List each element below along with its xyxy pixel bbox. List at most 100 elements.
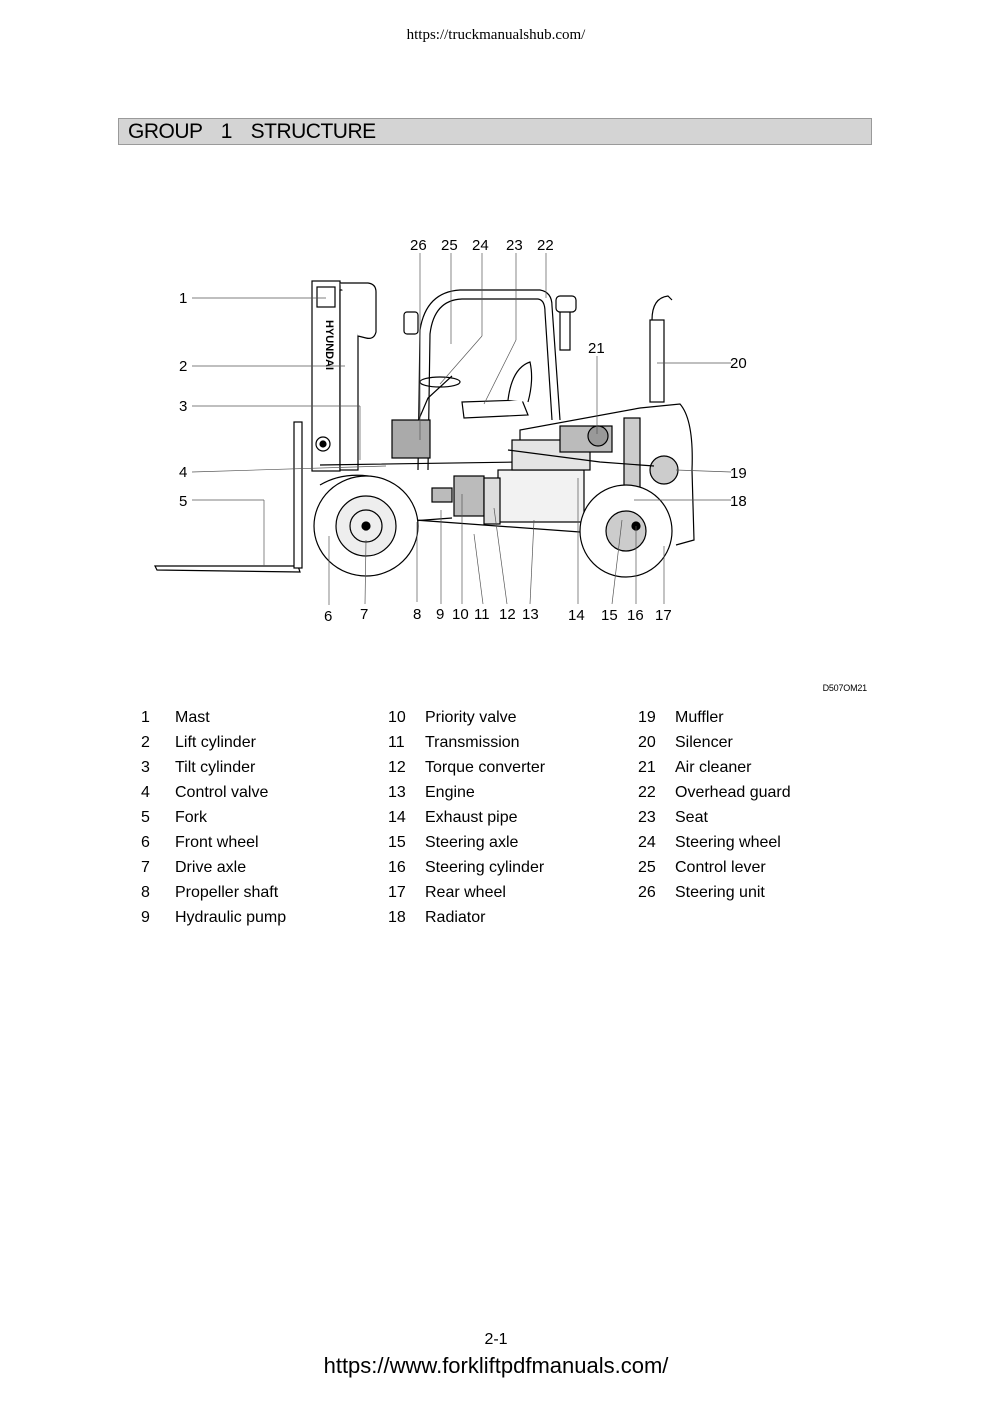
legend-item: 8 Propeller shaft — [141, 883, 361, 908]
legend-label: Steering unit — [675, 884, 765, 901]
legend-item: 13 Engine — [388, 783, 618, 808]
callout-3: 3 — [179, 398, 187, 415]
legend-number: 7 — [141, 859, 150, 876]
legend-item: 10 Priority valve — [388, 708, 618, 733]
callout-16: 16 — [627, 607, 644, 624]
legend-item: 26 Steering unit — [638, 883, 868, 908]
legend-number: 26 — [638, 884, 656, 901]
legend-label: Control lever — [675, 859, 766, 876]
legend-number: 3 — [141, 759, 150, 776]
legend-number: 13 — [388, 784, 406, 801]
legend-label: Air cleaner — [675, 759, 752, 776]
legend-item: 18 Radiator — [388, 908, 618, 933]
legend-number: 22 — [638, 784, 656, 801]
callout-25: 25 — [441, 237, 458, 254]
legend-number: 1 — [141, 709, 150, 726]
legend-label: Tilt cylinder — [175, 759, 256, 776]
legend-item: 14 Exhaust pipe — [388, 808, 618, 833]
legend-label: Overhead guard — [675, 784, 791, 801]
callout-15: 15 — [601, 607, 618, 624]
legend-label: Engine — [425, 784, 475, 801]
legend-item: 1 Mast — [141, 708, 361, 733]
section-heading-bar: GROUP 1 STRUCTURE — [118, 118, 872, 145]
legend-number: 21 — [638, 759, 656, 776]
legend-number: 17 — [388, 884, 406, 901]
legend-number: 10 — [388, 709, 406, 726]
legend-label: Drive axle — [175, 859, 247, 876]
callout-4: 4 — [179, 464, 187, 481]
legend-item: 21 Air cleaner — [638, 758, 868, 783]
legend-item: 7 Drive axle — [141, 858, 361, 883]
legend-item: 4 Control valve — [141, 783, 361, 808]
callout-8: 8 — [413, 606, 421, 623]
legend-label: Steering wheel — [675, 834, 781, 851]
page-number: 2-1 — [484, 1331, 508, 1348]
callout-numbers: 1 2 3 4 5 6 7 8 9 10 11 12 13 14 15 16 1… — [179, 237, 747, 625]
legend-label: Control valve — [175, 784, 269, 801]
legend-item: 25 Control lever — [638, 858, 868, 883]
legend-number: 11 — [388, 734, 405, 751]
legend-item: 3 Tilt cylinder — [141, 758, 361, 783]
callout-6: 6 — [324, 608, 332, 625]
legend-number: 12 — [388, 759, 406, 776]
callout-17: 17 — [655, 607, 672, 624]
callout-11: 11 — [474, 606, 490, 623]
callout-1: 1 — [179, 290, 187, 307]
callout-5: 5 — [179, 493, 187, 510]
legend-item: 6 Front wheel — [141, 833, 361, 858]
legend-number: 16 — [388, 859, 406, 876]
callout-7: 7 — [360, 606, 368, 623]
callout-12: 12 — [499, 606, 516, 623]
legend-number: 18 — [388, 909, 406, 926]
legend-number: 15 — [388, 834, 406, 851]
forklift-drawing — [154, 280, 695, 578]
legend-number: 6 — [141, 834, 150, 851]
callout-2: 2 — [179, 358, 187, 375]
callout-10: 10 — [452, 606, 469, 623]
forklift-structure-diagram: HYUNDAI 1 2 3 4 — [154, 237, 747, 625]
legend-number: 19 — [638, 709, 656, 726]
legend-label: Transmission — [425, 734, 520, 751]
legend-label: Hydraulic pump — [175, 909, 287, 926]
legend-number: 8 — [141, 884, 150, 901]
legend-label: Steering axle — [425, 834, 519, 851]
legend-item: 22 Overhead guard — [638, 783, 868, 808]
header-url: https://truckmanualshub.com/ — [406, 27, 586, 43]
callout-13: 13 — [522, 606, 539, 623]
legend-label: Front wheel — [175, 834, 259, 851]
legend-label: Exhaust pipe — [425, 809, 518, 826]
callout-9: 9 — [436, 606, 444, 623]
callout-20: 20 — [730, 355, 747, 372]
section-title: GROUP 1 STRUCTURE — [128, 120, 376, 143]
callout-23: 23 — [506, 237, 523, 254]
legend-number: 24 — [638, 834, 656, 851]
callout-24: 24 — [472, 237, 489, 254]
legend-label: Mast — [175, 709, 210, 726]
legend-number: 4 — [141, 784, 150, 801]
callout-18: 18 — [730, 493, 747, 510]
legend-item: 15 Steering axle — [388, 833, 618, 858]
footer-url: https://www.forkliftpdfmanuals.com/ — [323, 1353, 669, 1378]
legend-label: Steering cylinder — [425, 859, 545, 876]
legend-label: Propeller shaft — [175, 884, 279, 901]
legend-item: 16 Steering cylinder — [388, 858, 618, 883]
legend-number: 25 — [638, 859, 656, 876]
callout-26: 26 — [410, 237, 427, 254]
legend-item: 9 Hydraulic pump — [141, 908, 361, 933]
leader-lines — [191, 253, 732, 605]
callout-21: 21 — [588, 340, 605, 357]
legend-label: Priority valve — [425, 709, 517, 726]
legend-number: 9 — [141, 909, 150, 926]
legend-label: Radiator — [425, 909, 486, 926]
legend-number: 14 — [388, 809, 406, 826]
